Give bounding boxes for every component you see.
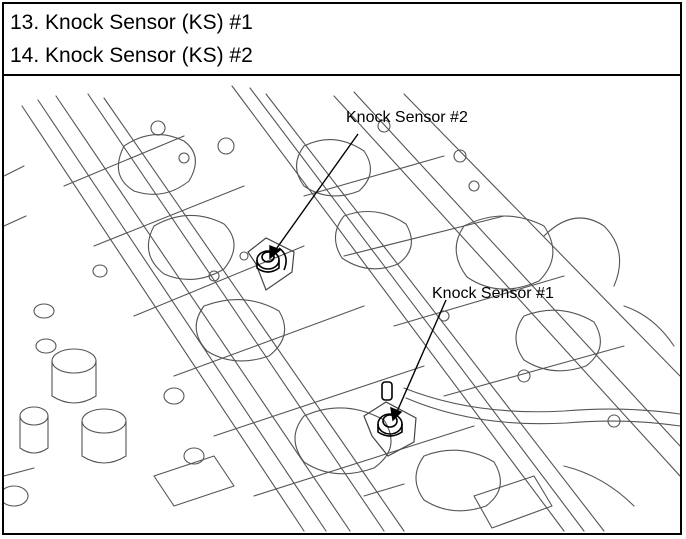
leader-line-ks1 <box>395 299 447 415</box>
knock-sensor-2-part <box>247 237 295 291</box>
leader-line-ks2 <box>273 133 359 253</box>
engine-block-drawing: Knock Sensor #2 Knock Sensor #1 <box>4 85 680 532</box>
arrowhead-ks2 <box>269 244 282 260</box>
caption-header: 13. Knock Sensor (KS) #1 14. Knock Senso… <box>4 4 680 76</box>
callout-leaders <box>269 133 447 422</box>
caption-line-1: 13. Knock Sensor (KS) #1 <box>10 11 253 34</box>
engine-block-linework <box>4 85 680 532</box>
knock-sensor-1-part <box>363 381 417 457</box>
caption-line-2: 14. Knock Sensor (KS) #2 <box>10 44 253 67</box>
callout-label-ks2: Knock Sensor #2 <box>346 109 468 126</box>
engine-illustration: Knock Sensor #2 Knock Sensor #1 <box>4 76 680 533</box>
callout-label-ks1: Knock Sensor #1 <box>432 285 554 302</box>
arrowhead-ks1 <box>390 406 403 422</box>
